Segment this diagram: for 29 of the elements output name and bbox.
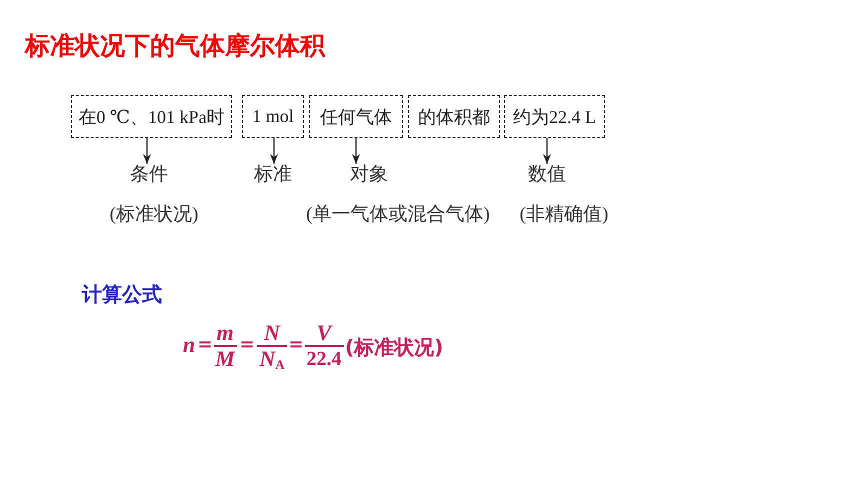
- dashed-text-box: 任何气体: [309, 95, 403, 138]
- formula-variable: m: [216, 323, 234, 343]
- equals-sign: =: [239, 335, 255, 355]
- category-label: 对象: [350, 164, 388, 186]
- category-label: 数值: [528, 164, 566, 186]
- category-label: 条件: [130, 164, 168, 186]
- note-text: (单一气体或混合气体): [306, 204, 490, 226]
- dashed-text-box: 约为22.4 L: [504, 95, 605, 138]
- formula-variable: N: [264, 323, 280, 343]
- formula-variable: n: [182, 335, 196, 355]
- arrow: [270, 138, 278, 164]
- title: 标准状况下的气体摩尔体积: [25, 31, 325, 61]
- formula-variable: N$_{A}$: [259, 349, 285, 369]
- section-heading: 计算公式: [82, 282, 162, 306]
- category-label: 标准: [254, 164, 292, 186]
- arrow: [543, 138, 551, 164]
- arrow: [352, 138, 360, 164]
- dashed-text-box: 1 mol: [242, 95, 304, 138]
- note-text: (标准状况): [110, 204, 198, 226]
- dashed-text-box: 的体积都: [408, 95, 500, 138]
- dashed-text-box: 在0 ℃、101 kPa时: [71, 95, 232, 138]
- arrow: [143, 138, 151, 164]
- equals-sign: =: [288, 335, 304, 355]
- formula-variable: M: [215, 349, 235, 369]
- note-text: (非精确值): [520, 204, 608, 226]
- formula-note: (标准状况): [345, 335, 444, 359]
- formula-variable: V: [316, 323, 332, 343]
- equals-sign: =: [197, 335, 213, 355]
- formula-number: 22.4: [306, 349, 342, 369]
